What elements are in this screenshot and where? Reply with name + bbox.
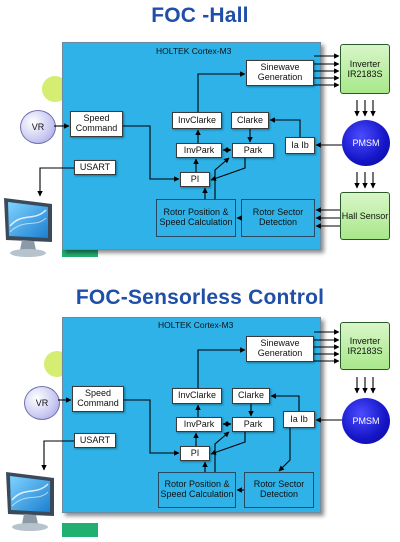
computer-monitor-icon — [6, 472, 54, 531]
block-usart-top: USART — [74, 160, 116, 175]
block-iaib-top: Ia Ib — [285, 137, 315, 154]
vr-knob-top: VR — [20, 110, 56, 144]
block-rotor-sector-top: Rotor Sector Detection — [241, 199, 315, 237]
block-sinewave-bottom: Sinewave Generation — [246, 336, 314, 362]
block-speed-command-top: Speed Command — [70, 111, 123, 137]
title-foc-hall: FOC -Hall — [151, 4, 249, 27]
block-clarke-top: Clarke — [231, 112, 269, 129]
title-foc-sensorless: FOC-Sensorless Control — [75, 286, 325, 309]
block-invpark-bottom: InvPark — [176, 417, 222, 432]
block-pi-bottom: PI — [180, 446, 210, 461]
block-sinewave-top: Sinewave Generation — [246, 60, 314, 86]
block-speed-command-bottom: Speed Command — [72, 386, 124, 412]
block-rotor-position-top: Rotor Position & Speed Calculation — [156, 199, 236, 237]
block-usart-bottom: USART — [74, 433, 116, 448]
block-park-bottom: Park — [232, 417, 274, 432]
mcu-header-top: HOLTEK Cortex-M3 — [156, 46, 232, 56]
decor-bar-bottom — [62, 523, 98, 537]
vr-knob-bottom: VR — [24, 386, 60, 420]
connectors-top — [37, 53, 376, 229]
pmsm-motor-top: PMSM — [342, 120, 390, 166]
block-clarke-bottom: Clarke — [232, 388, 270, 404]
hall-sensor-box: Hall Sensor — [340, 192, 390, 240]
inverter-box-top: Inverter IR2183S — [340, 44, 390, 94]
mcu-header-bottom: HOLTEK Cortex-M3 — [158, 320, 234, 330]
block-rotor-sector-bottom: Rotor Sector Detection — [244, 472, 314, 508]
computer-monitor-icon — [4, 198, 52, 257]
block-invpark-top: InvPark — [176, 143, 222, 158]
pmsm-motor-bottom: PMSM — [342, 398, 390, 444]
block-pi-top: PI — [180, 172, 210, 187]
block-rotor-position-bottom: Rotor Position & Speed Calculation — [158, 472, 236, 508]
block-invclarke-bottom: InvClarke — [172, 388, 222, 404]
block-iaib-bottom: Ia Ib — [283, 411, 315, 428]
block-invclarke-top: InvClarke — [172, 112, 222, 129]
block-park-top: Park — [232, 143, 274, 158]
inverter-box-bottom: Inverter IR2183S — [340, 322, 390, 370]
